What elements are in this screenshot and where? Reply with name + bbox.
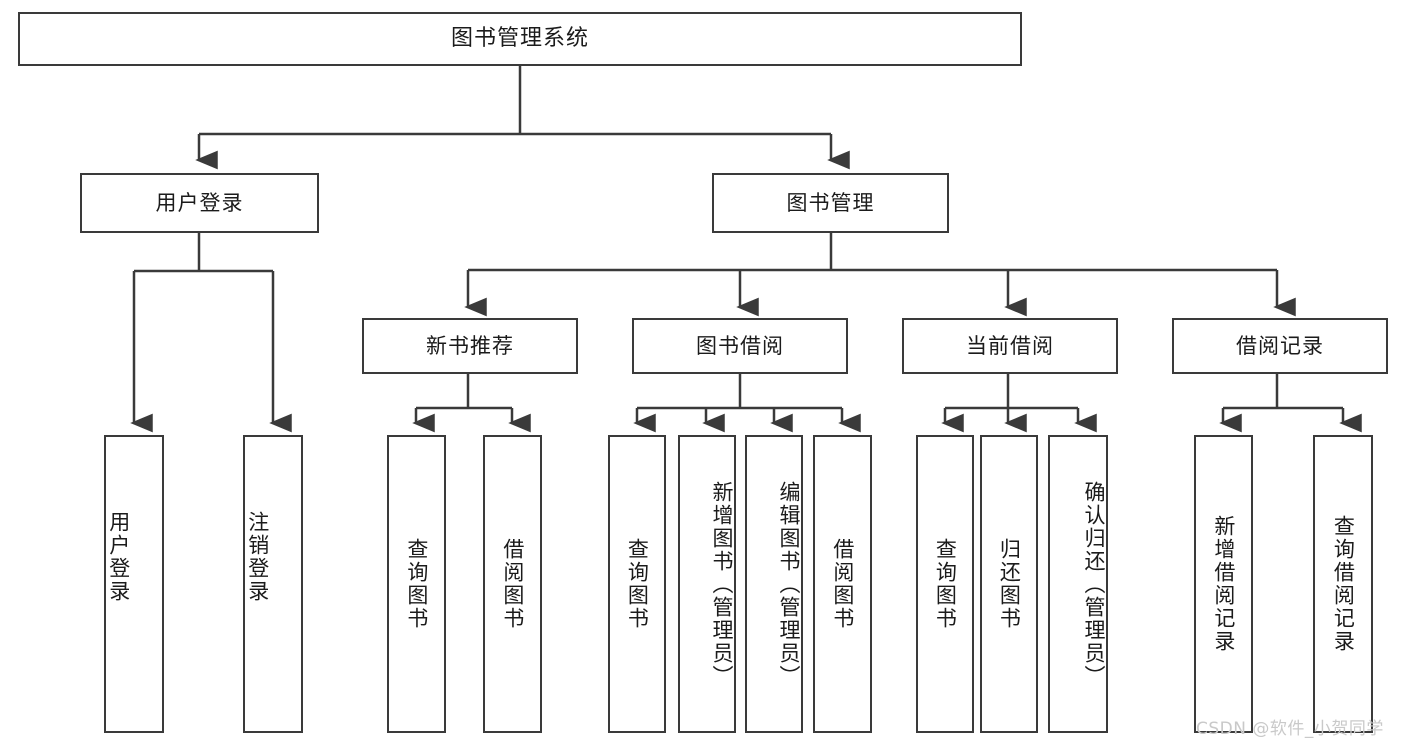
- node-user-login[interactable]: 用户登录: [80, 173, 319, 233]
- node-label: 查询借阅记录: [1331, 515, 1356, 653]
- node-label: 借阅图书: [830, 538, 855, 630]
- node-label: 编辑图书（管理员）: [777, 480, 801, 688]
- leaf-recommend-borrow-book[interactable]: 借阅图书: [483, 435, 542, 733]
- node-root-system[interactable]: 图书管理系统: [18, 12, 1022, 66]
- leaf-borrow-query-book[interactable]: 查询图书: [608, 435, 666, 733]
- node-label: 借阅记录: [1236, 333, 1324, 358]
- node-borrow-record[interactable]: 借阅记录: [1172, 318, 1388, 374]
- node-current-borrow[interactable]: 当前借阅: [902, 318, 1118, 374]
- leaf-borrow-add-book-admin[interactable]: 新增图书（管理员）: [678, 435, 736, 733]
- node-label: 归还图书: [997, 538, 1022, 630]
- leaf-user-login[interactable]: 用户登录: [104, 435, 164, 733]
- leaf-borrow-edit-book-admin[interactable]: 编辑图书（管理员）: [745, 435, 803, 733]
- node-label: 查询图书: [625, 538, 650, 630]
- node-label: 图书借阅: [696, 333, 784, 358]
- leaf-record-query-borrow-record[interactable]: 查询借阅记录: [1313, 435, 1373, 733]
- node-label: 确认归还（管理员）: [1082, 480, 1106, 688]
- leaf-current-query-book[interactable]: 查询图书: [916, 435, 974, 733]
- leaf-borrow-borrow-book[interactable]: 借阅图书: [813, 435, 872, 733]
- node-label: 借阅图书: [500, 538, 525, 630]
- node-label: 图书管理: [786, 190, 875, 215]
- node-label: 新增图书（管理员）: [710, 480, 734, 688]
- node-label: 图书管理系统: [450, 26, 589, 52]
- leaf-user-logout[interactable]: 注销登录: [243, 435, 303, 733]
- csdn-watermark: CSDN @软件_小贺同学: [1196, 714, 1384, 739]
- node-label: 用户登录: [106, 511, 131, 603]
- node-label: 当前借阅: [966, 333, 1054, 358]
- node-label: 新增借阅记录: [1211, 515, 1236, 653]
- leaf-current-confirm-return-admin[interactable]: 确认归还（管理员）: [1048, 435, 1108, 733]
- node-book-borrow[interactable]: 图书借阅: [632, 318, 848, 374]
- leaf-current-return-book[interactable]: 归还图书: [980, 435, 1038, 733]
- leaf-record-add-borrow-record[interactable]: 新增借阅记录: [1194, 435, 1253, 733]
- node-book-management[interactable]: 图书管理: [712, 173, 949, 233]
- node-label: 新书推荐: [426, 333, 514, 358]
- node-new-book-recommend[interactable]: 新书推荐: [362, 318, 578, 374]
- node-label: 注销登录: [245, 511, 270, 603]
- watermark-text: CSDN @软件_小贺同学: [1196, 719, 1384, 739]
- node-label: 用户登录: [155, 190, 244, 215]
- node-label: 查询图书: [404, 538, 429, 630]
- leaf-recommend-query-book[interactable]: 查询图书: [387, 435, 446, 733]
- node-label: 查询图书: [933, 538, 958, 630]
